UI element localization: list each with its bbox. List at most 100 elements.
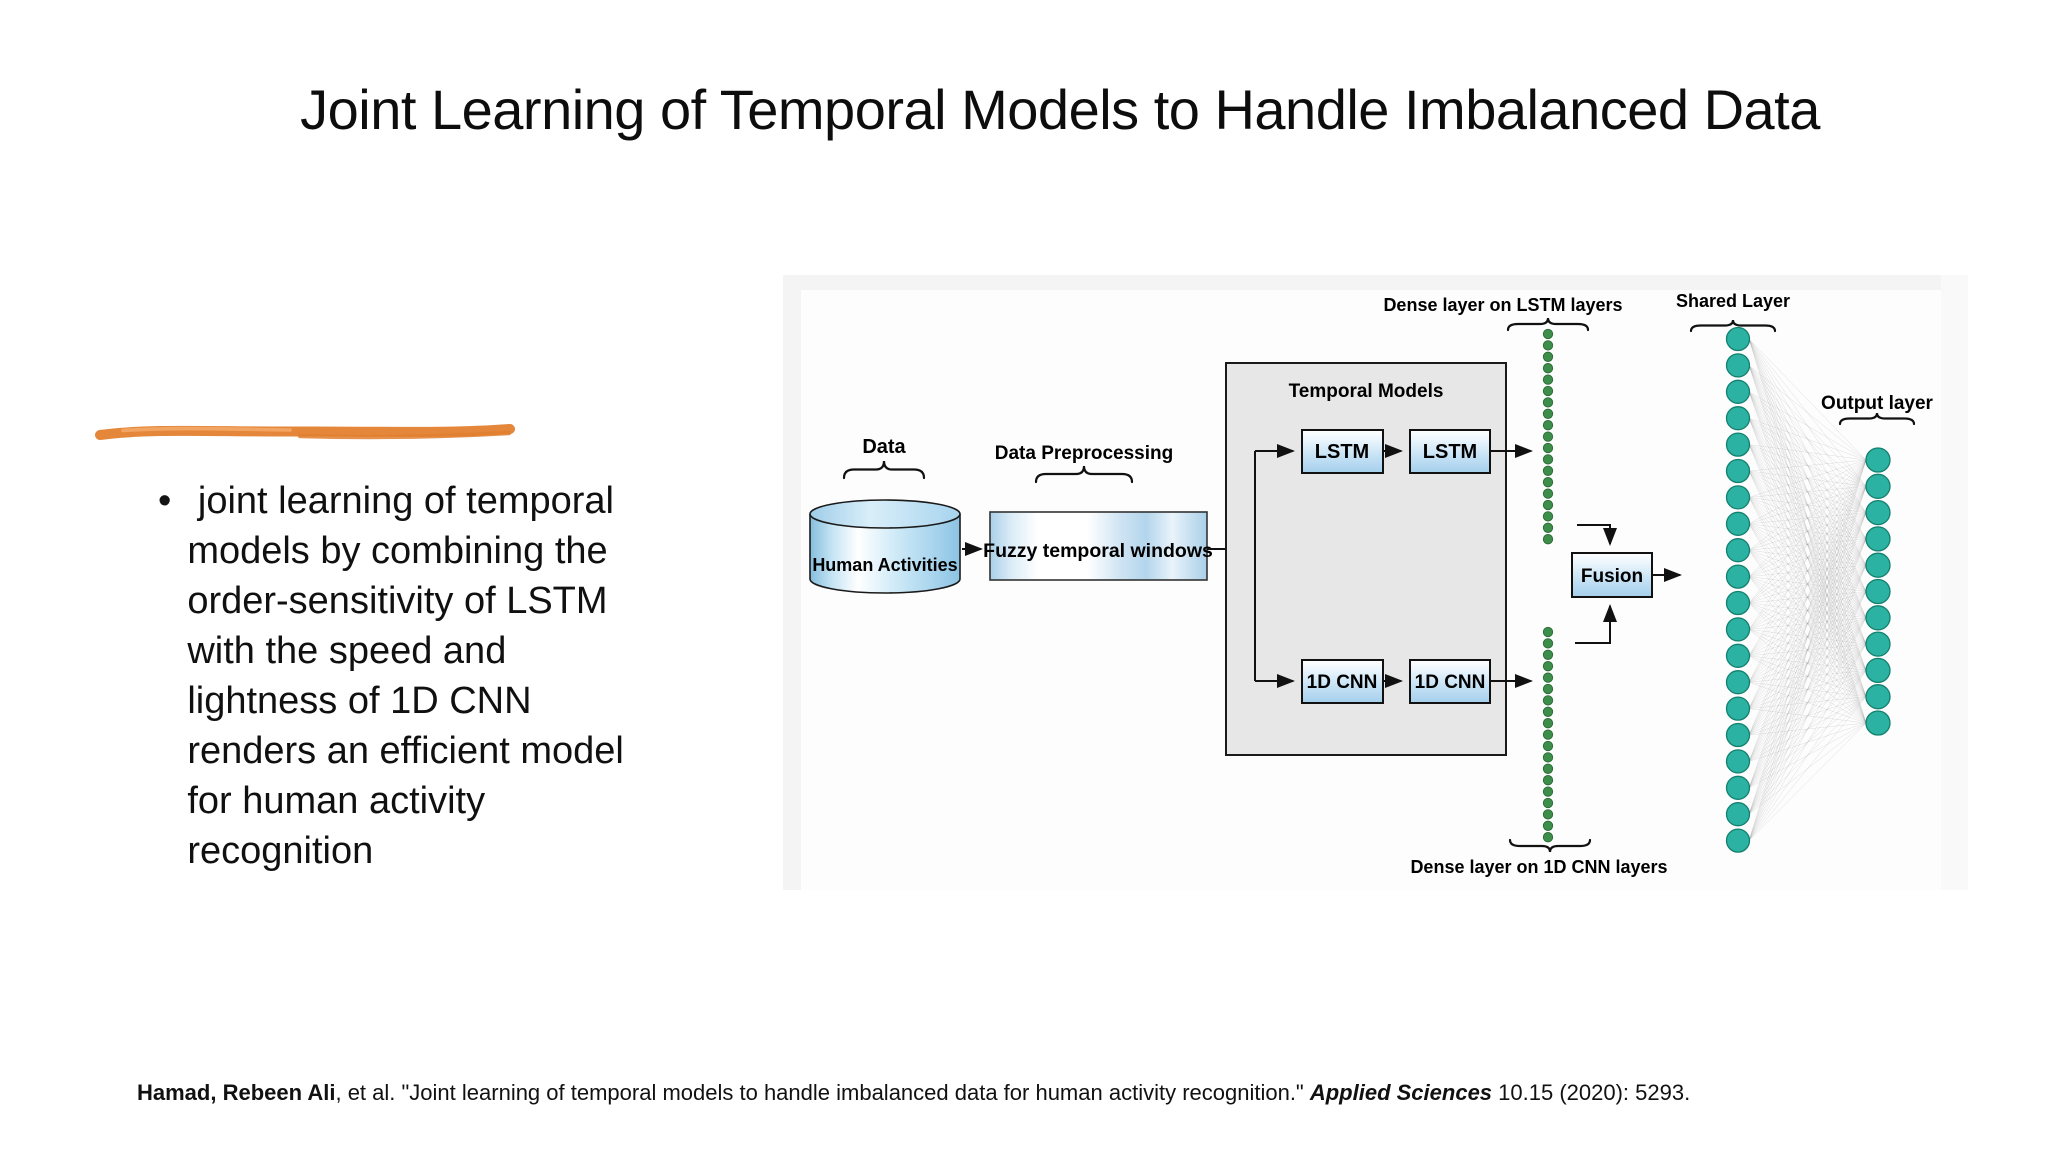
mesh-line (1748, 576, 1867, 645)
mesh-line (1748, 338, 1867, 540)
cnn1-box (1301, 659, 1384, 704)
output-layer-nodes (1865, 447, 1891, 736)
mesh-line (1748, 591, 1867, 762)
dense-dot (1542, 397, 1554, 408)
mesh-line (1748, 643, 1867, 736)
mesh-line (1748, 722, 1867, 736)
shared-node (1725, 749, 1751, 774)
dense-dot (1542, 763, 1554, 774)
figure-left-band (783, 275, 801, 890)
figure-top-band (783, 275, 1968, 290)
mesh-line (1748, 365, 1867, 540)
mesh-line (1748, 670, 1867, 815)
shared-node (1725, 432, 1751, 457)
data-preprocessing-label: Data Preprocessing (995, 443, 1173, 464)
mesh-line (1748, 497, 1867, 592)
mesh-line (1748, 497, 1867, 513)
dense-dot (1542, 820, 1554, 831)
mesh-line (1748, 365, 1867, 461)
mesh-line (1748, 391, 1867, 566)
citation: Hamad, Rebeen Ali, et al. "Joint learnin… (137, 1079, 1690, 1108)
dense-dot (1542, 488, 1554, 499)
mesh-line (1748, 591, 1867, 604)
mesh-line (1748, 523, 1867, 566)
dense-dot (1542, 683, 1554, 695)
mesh-line (1748, 365, 1867, 487)
mesh-line (1748, 444, 1867, 671)
dense-dot (1542, 661, 1554, 672)
dense-dot (1542, 351, 1554, 362)
mesh-line (1748, 696, 1867, 762)
mesh-line (1748, 655, 1867, 697)
dense-layer-lstm-dots (1542, 328, 1554, 545)
mesh-line (1748, 497, 1867, 540)
mesh-line (1748, 459, 1867, 577)
mesh-line (1748, 512, 1867, 762)
database-cylinder-top (809, 499, 961, 529)
mesh-line (1748, 708, 1867, 724)
shared-node (1725, 538, 1751, 563)
mesh-line (1748, 470, 1867, 618)
mesh-line (1748, 418, 1867, 618)
mesh-line (1748, 444, 1867, 540)
mesh-line (1748, 470, 1867, 671)
dense-dot (1542, 672, 1554, 683)
mesh-line (1748, 459, 1867, 498)
mesh-line (1748, 512, 1867, 841)
dense-dot (1542, 809, 1554, 820)
orange-marker-stroke (95, 424, 515, 440)
mesh-line (1748, 550, 1867, 697)
mesh-line (1748, 591, 1867, 841)
mesh-line (1748, 670, 1867, 683)
mesh-line (1748, 643, 1867, 657)
mesh-line (1748, 444, 1867, 566)
mesh-line (1748, 538, 1867, 551)
mesh-line (1748, 591, 1867, 709)
mesh-line (1748, 538, 1867, 788)
lstm2-label: LSTM (1423, 441, 1477, 463)
mesh-line (1748, 576, 1867, 592)
dense-dot (1542, 442, 1554, 454)
mesh-line (1748, 617, 1867, 841)
mesh-line (1748, 459, 1867, 841)
citation-journal: Applied Sciences (1309, 1080, 1493, 1105)
dense-lstm-label: Dense layer on LSTM layers (1383, 295, 1622, 315)
dense-cnn-label: Dense layer on 1D CNN layers (1410, 857, 1667, 877)
mesh-line (1748, 565, 1867, 683)
mesh-line (1748, 391, 1867, 461)
mesh-line (1748, 338, 1867, 697)
mesh-line (1748, 418, 1867, 487)
mesh-line (1748, 576, 1867, 724)
mesh-line (1748, 629, 1867, 697)
mesh-line (1748, 617, 1867, 815)
dense-dot (1542, 420, 1554, 431)
shared-node (1725, 590, 1751, 616)
dense-dot (1542, 729, 1554, 740)
dense-dot (1542, 340, 1554, 351)
citation-authors: Hamad, Rebeen Ali (137, 1080, 336, 1105)
mesh-line (1748, 338, 1867, 724)
mesh-line (1748, 391, 1867, 618)
braces (842, 317, 1916, 853)
mesh-line (1748, 538, 1867, 604)
mesh-line (1748, 459, 1867, 736)
mesh-line (1748, 365, 1867, 645)
shared-node (1725, 802, 1751, 827)
mesh-line (1748, 470, 1867, 697)
mesh-line (1748, 486, 1867, 551)
shared-node (1725, 643, 1751, 668)
mesh-line (1748, 497, 1867, 697)
mesh-line (1748, 418, 1867, 592)
mesh-line (1748, 486, 1867, 525)
dense-dot (1542, 522, 1554, 533)
mesh-line (1748, 565, 1867, 841)
dense-dot (1542, 408, 1554, 419)
mesh-line (1748, 512, 1867, 683)
mesh-line (1748, 486, 1867, 604)
bullet-item: • joint learning of temporal models by c… (158, 476, 624, 876)
mesh-line (1748, 565, 1867, 630)
mesh-line (1748, 338, 1867, 487)
mesh-line (1748, 418, 1867, 566)
mesh-line (1748, 470, 1867, 645)
mesh-line (1748, 565, 1867, 656)
